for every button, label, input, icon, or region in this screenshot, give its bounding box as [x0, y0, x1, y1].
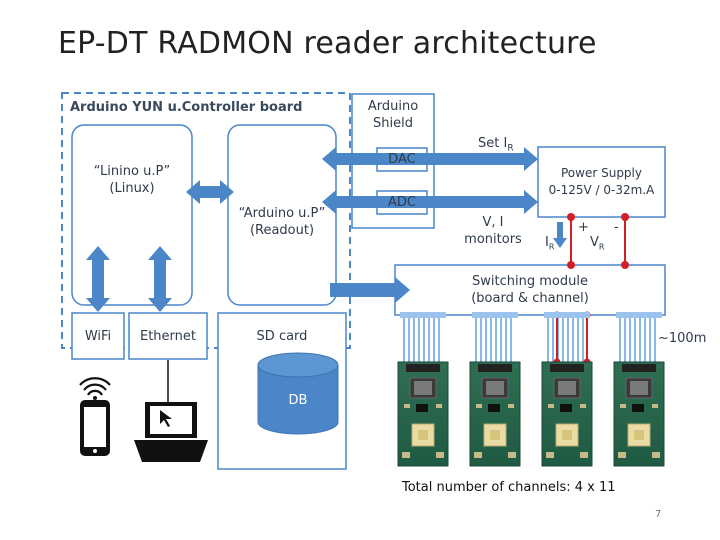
set-ir-sub: R — [507, 143, 514, 154]
ir-polarity-label: IR — [545, 234, 554, 256]
page-number: 7 — [655, 509, 662, 520]
data-arrows — [86, 147, 538, 312]
vr-polarity-label: VR — [590, 234, 604, 256]
arduino-up-label: “Arduino u.P” (Readout) — [228, 205, 336, 239]
current-arrow-icon — [553, 222, 567, 248]
sensor-boards — [397, 312, 665, 467]
ethernet-label: Ethernet — [140, 329, 196, 344]
wifi-box — [71, 312, 125, 360]
cable-bundle — [403, 315, 656, 362]
channels-footer: Total number of channels: 4 x 11 — [402, 480, 616, 495]
power-supply-box — [537, 146, 666, 218]
cable-length-label: ~100m — [658, 331, 707, 346]
shield-label: Arduino Shield — [352, 98, 434, 132]
db-label: DB — [288, 393, 308, 408]
sensor-board — [397, 361, 449, 467]
sensor-board — [541, 361, 593, 467]
red-circuit — [570, 217, 626, 265]
sensor-board — [469, 361, 521, 467]
arrow-to-switching — [330, 277, 410, 303]
red-cable-nodes — [553, 311, 591, 366]
linino-label-line2: (Linux) — [109, 181, 155, 196]
sdcard-label: SD card — [256, 329, 308, 344]
cable-connector — [544, 312, 590, 318]
arduino-up-label-line2: (Readout) — [249, 223, 315, 238]
monitors-line1: V, I — [482, 215, 504, 230]
adc-label: ADC — [388, 195, 416, 210]
arrow-linino-ethernet — [148, 246, 172, 312]
arrow-dac-power — [322, 147, 538, 171]
set-ir-label: Set IR — [478, 135, 514, 158]
wifi-label: WiFi — [84, 329, 112, 344]
linino-label: “Linino u.P” (Linux) — [72, 163, 192, 197]
set-ir-text: Set I — [478, 136, 508, 151]
shield-label-line2: Shield — [373, 116, 413, 131]
ir-text: I — [545, 235, 549, 250]
arrow-adc-monitors — [322, 190, 538, 214]
cursor-icon — [160, 410, 172, 427]
switching-line1: Switching module — [472, 274, 588, 289]
power-supply-line1: Power Supply — [561, 166, 642, 180]
minus-label: - — [614, 220, 619, 235]
switching-line2: (board & channel) — [471, 291, 589, 306]
linino-box — [71, 124, 193, 306]
monitors-line2: monitors — [464, 232, 522, 247]
red-nodes — [567, 213, 629, 269]
arrow-linino-wifi — [86, 246, 110, 312]
vr-text: V — [590, 235, 599, 250]
ethernet-box — [128, 312, 208, 360]
arduino-up-label-line1: “Arduino u.P” — [238, 206, 326, 221]
phone-icon — [79, 377, 111, 456]
switching-label: Switching module (board & channel) — [395, 273, 665, 307]
plus-label: + — [578, 220, 589, 235]
arrow-linino-arduino — [186, 180, 234, 204]
page-title: EP-DT RADMON reader architecture — [58, 26, 597, 61]
monitors-label: V, I monitors — [460, 214, 526, 248]
switching-module-box — [394, 264, 666, 316]
dac-label: DAC — [388, 152, 416, 167]
shield-label-line1: Arduino — [367, 99, 419, 114]
cable-connector — [472, 312, 518, 318]
power-supply-label: Power Supply 0-125V / 0-32m.A — [538, 165, 665, 199]
laptop-icon — [134, 360, 208, 462]
sensor-board — [613, 361, 665, 467]
vr-sub: R — [598, 242, 605, 252]
cable-connector — [400, 312, 446, 318]
ir-sub: R — [548, 242, 555, 252]
board-label: Arduino YUN u.Controller board — [70, 100, 303, 115]
arduino-up-box — [227, 124, 337, 306]
cable-connector — [616, 312, 662, 318]
power-supply-line2: 0-125V / 0-32m.A — [548, 183, 655, 197]
red-cable — [556, 315, 588, 362]
linino-label-line1: “Linino u.P” — [93, 164, 171, 179]
db-cylinder — [257, 352, 339, 435]
